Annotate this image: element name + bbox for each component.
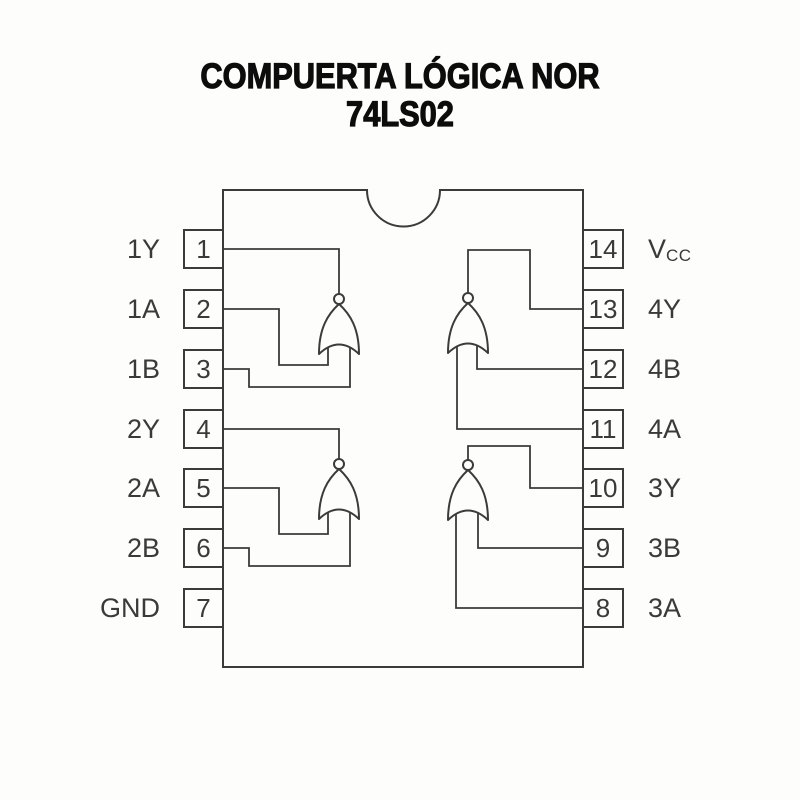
title-line-1: COMPUERTA LÓGICA NOR	[200, 57, 600, 96]
pin-box-4	[183, 409, 224, 449]
nor-gate-4	[447, 292, 489, 354]
wire-pin8-3a	[455, 510, 583, 609]
pin-number-3: 3	[196, 353, 211, 384]
wire-pin11-4a	[456, 343, 583, 430]
pin-label-1y: 1Y	[126, 233, 160, 264]
pin-number-6: 6	[196, 532, 211, 563]
nor-gate-1-inversion-bubble-icon	[333, 293, 345, 305]
pin-box-7	[183, 588, 224, 628]
nor-gate-2-inversion-bubble-icon	[333, 458, 345, 470]
nor-gate-1-body	[318, 303, 360, 355]
pin-box-6	[183, 528, 224, 568]
pin-number-12: 12	[588, 353, 618, 384]
internal-wiring	[223, 248, 583, 609]
wire-pin12-4b	[476, 343, 583, 370]
nor-gate-4-inversion-bubble-icon	[462, 292, 474, 304]
pin-label-4b: 4B	[648, 353, 682, 384]
wire-pin2-1a	[223, 308, 329, 366]
pin-label-1a: 1A	[126, 293, 160, 324]
wire-pin6-2b	[223, 509, 351, 567]
wire-pin5-2a	[223, 487, 329, 535]
wire-pin1-1y	[223, 248, 340, 294]
wire-pin10-3y	[467, 445, 583, 489]
pin-box-8	[582, 588, 624, 628]
pin-label-2a: 2A	[126, 472, 160, 503]
pin-number-1: 1	[196, 233, 211, 264]
pin-box-5	[183, 468, 224, 508]
pin-label-1b: 1B	[126, 353, 160, 384]
pin-number-8: 8	[595, 592, 611, 623]
pin-label-3y: 3Y	[648, 472, 682, 503]
pin-label-gnd: GND	[100, 592, 160, 623]
pin-number-10: 10	[588, 472, 618, 503]
nor-gate-3-body	[447, 469, 489, 521]
pin-number-11: 11	[589, 413, 617, 444]
pin-label-vcc-subscript: CC	[666, 246, 692, 265]
pin-label-2b: 2B	[126, 532, 160, 563]
pin-number-14: 14	[588, 233, 618, 264]
page-title: COMPUERTA LÓGICA NOR 74LS02	[48, 57, 752, 134]
nor-gate-4-body	[447, 302, 489, 354]
nor-gate-2	[318, 458, 360, 520]
pin-label-vcc-main: V	[648, 233, 667, 264]
pin-label-3b: 3B	[648, 532, 682, 563]
pin-number-13: 13	[588, 293, 618, 324]
pin-box-3	[183, 349, 224, 389]
pin-box-1	[183, 229, 224, 269]
pin-boxes-left	[183, 229, 224, 628]
pin-box-2	[183, 289, 224, 329]
nor-gate-1	[318, 293, 360, 355]
pin-number-4: 4	[196, 413, 211, 444]
title-line-2: 74LS02	[346, 95, 455, 134]
pin-label-4a: 4A	[648, 413, 682, 444]
pin-boxes-right	[582, 229, 624, 628]
pin-box-13	[582, 289, 624, 329]
pin-label-2y: 2Y	[126, 413, 160, 444]
pin-box-9	[582, 528, 624, 568]
pin-label-3a: 3A	[648, 592, 682, 623]
pin-box-10	[582, 468, 624, 508]
pin-label-vcc: V CC	[648, 230, 768, 268]
wire-pin4-2y	[223, 428, 340, 459]
pin-number-5: 5	[196, 472, 211, 503]
wire-pin13-4y	[467, 249, 583, 310]
pin-number-7: 7	[196, 592, 211, 623]
pin-number-2: 2	[196, 293, 211, 324]
nor-gate-3	[447, 459, 489, 521]
nor-gate-3-inversion-bubble-icon	[462, 459, 474, 471]
nor-gate-2-body	[318, 468, 360, 520]
wire-pin9-3b	[477, 510, 583, 549]
pin-box-11	[582, 409, 624, 449]
pin-label-4y: 4Y	[648, 293, 682, 324]
pin-number-9: 9	[595, 532, 611, 563]
pin-box-14	[582, 229, 624, 269]
pin-box-12	[582, 349, 624, 389]
wire-pin3-1b	[223, 344, 351, 388]
